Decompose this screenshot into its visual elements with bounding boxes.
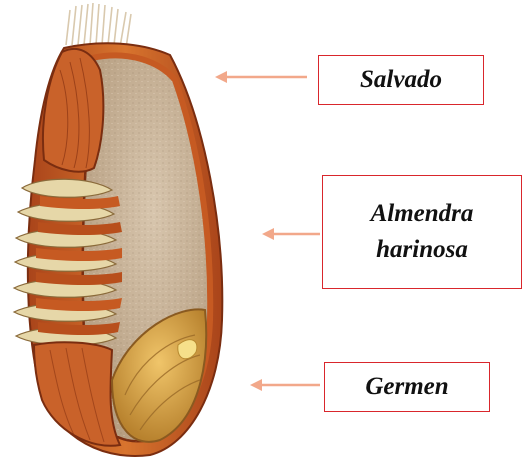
label-bran-text: Salvado: [360, 62, 442, 98]
label-germ-text: Germen: [365, 369, 448, 405]
label-endosperm-line1: Almendra: [371, 196, 474, 232]
kernel-top-cap: [43, 49, 103, 172]
label-endosperm-line2: harinosa: [376, 232, 468, 268]
label-bran: Salvado: [318, 55, 484, 105]
label-endosperm: Almendra harinosa: [322, 175, 522, 289]
kernel-lower-bran: [34, 342, 120, 445]
label-germ: Germen: [324, 362, 490, 412]
arrow-to-bran: [215, 67, 315, 87]
brush-hairs: [66, 3, 131, 48]
arrow-to-germ: [250, 375, 322, 395]
arrow-to-endosperm: [262, 224, 322, 244]
